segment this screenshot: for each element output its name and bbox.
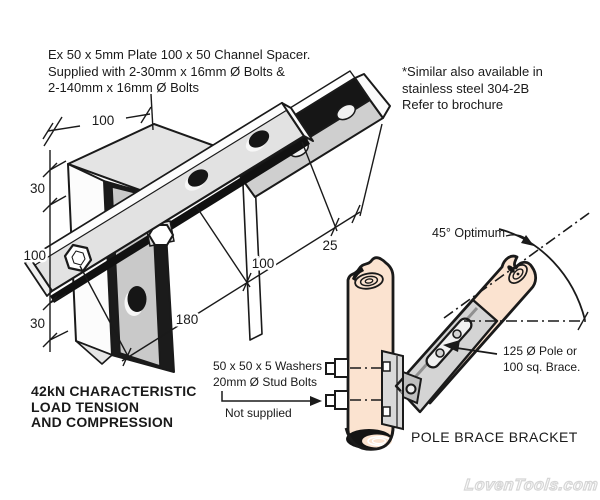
strap-hex-bolt: [63, 243, 93, 273]
not-supplied-label: Not supplied: [225, 406, 292, 420]
similar-note-line2: stainless steel 304-2B: [402, 80, 530, 96]
pole-bracket-plate: [381, 349, 404, 431]
angle-annotation: [443, 210, 593, 355]
channel-bottom-bevel: [75, 340, 113, 365]
dim-strap-mid: 100: [252, 256, 275, 271]
dim-strap-total: 180: [176, 312, 199, 327]
strap-hole-1: [187, 169, 209, 187]
strap-hole-2: [248, 130, 270, 148]
brace-size-line1: 125 Ø Pole or: [503, 344, 578, 358]
brace-size-label: 125 Ø Pole or 100 sq. Brace.: [503, 344, 580, 375]
load-rating-line3: AND COMPRESSION: [31, 414, 174, 430]
load-rating-line2: LOAD TENSION: [31, 398, 140, 415]
spacer-end-face: [354, 73, 391, 119]
brace-axis-centerline: [443, 210, 593, 319]
dim-side-bottom: 30: [30, 316, 45, 331]
pole-bracket-title: POLE BRACE BRACKET: [411, 429, 578, 445]
strap-end-face: [281, 102, 314, 142]
similar-note-line3: Refer to brochure: [402, 97, 504, 112]
angle-label: 45° Optimum: [432, 226, 506, 240]
spec-note-line3: 2-140mm x 16mm Ø Bolts: [48, 80, 199, 95]
channel-bolt: [145, 220, 175, 247]
hardware-note: 50 x 50 x 5 Washers 20mm Ø Stud Bolts: [213, 359, 322, 390]
dim-side-top: 30: [30, 181, 45, 196]
watermark-logo: LovenTools.com: [463, 476, 600, 494]
spec-note-line2: Supplied with 2-30mm x 16mm Ø Bolts &: [48, 63, 285, 79]
brace-slot-hole-1: [435, 348, 445, 358]
spacer-hole-2: [336, 103, 356, 121]
spec-note-line1: Ex 50 x 5mm Plate 100 x 50 Channel Space…: [48, 47, 311, 62]
dim-strap-tip: 25: [322, 238, 337, 253]
brace-figure: [394, 254, 538, 414]
web-hole-lower: [127, 286, 147, 312]
brace-size-arrowhead: [443, 340, 460, 352]
pole-top-grain-shadow: [352, 267, 364, 281]
washer-upper: [334, 358, 349, 378]
brace-slot-hole-2: [452, 329, 462, 339]
washer-lower: [334, 390, 349, 410]
similar-note-line1: *Similar also available in: [402, 64, 543, 79]
brace-size-line2: 100 sq. Brace.: [503, 359, 581, 374]
diagonal-strap: [24, 101, 314, 297]
stud-bolts: [221, 358, 384, 410]
angle-arc: [498, 228, 586, 321]
hardware-note-line2: 20mm Ø Stud Bolts: [213, 374, 318, 389]
load-rating-label: 42kN CHARACTERISTIC LOAD TENSION AND COM…: [31, 383, 197, 431]
bracket-dimensions: [42, 93, 383, 367]
hardware-note-line1: 50 x 50 x 5 Washers: [213, 359, 322, 373]
angle-leader-arrowhead: [521, 235, 534, 246]
hinge-bolt: [405, 383, 417, 395]
strap-shadow: [50, 137, 310, 303]
spec-note: Ex 50 x 5mm Plate 100 x 50 Channel Space…: [48, 47, 310, 97]
dim-side-mid: 100: [23, 248, 46, 263]
load-rating-line1: 42kN CHARACTERISTIC: [31, 383, 197, 399]
leader-arrowhead: [310, 396, 322, 406]
not-supplied-leader: [221, 391, 310, 402]
dim-top-width: 100: [92, 113, 115, 128]
strap-left-bevel: [24, 257, 53, 297]
hinge-lug: [402, 370, 423, 405]
similar-note: *Similar also available in stainless ste…: [402, 64, 543, 114]
